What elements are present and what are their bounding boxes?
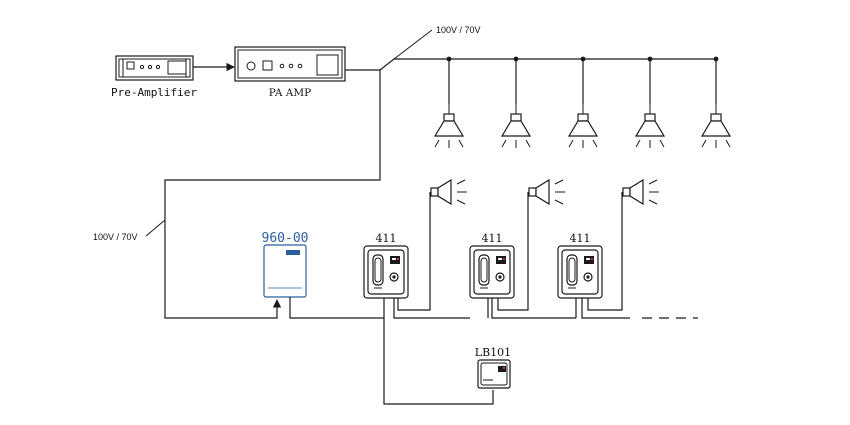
station-411-2 [469, 245, 515, 299]
station-to-lb101-wire [383, 318, 494, 405]
top-line-label-leader [393, 29, 433, 60]
station-411-1 [363, 245, 409, 299]
horn-speaker-icon [528, 179, 566, 205]
pre-amplifier-unit [115, 55, 194, 81]
top-speaker-line [379, 58, 716, 71]
station-411-label: 411 [376, 232, 397, 245]
ceiling-speaker-icon [568, 103, 598, 149]
station-411-label: 411 [482, 232, 503, 245]
module-to-station-bus [289, 297, 384, 319]
ceiling-speaker-icon [701, 103, 731, 149]
left-line-label-leader [145, 219, 166, 237]
left-line-label: 100V / 70V [93, 232, 138, 242]
ceiling-speaker-icon [434, 103, 464, 149]
pa-amp-unit [234, 46, 346, 82]
ceiling-speaker-icon [501, 103, 531, 149]
station-411-label: 411 [570, 232, 591, 245]
top-line-label: 100V / 70V [436, 25, 481, 35]
station-bus-wiring [383, 192, 698, 319]
ceiling-speaker-drops [446, 56, 719, 104]
station-411-3 [557, 245, 603, 299]
lb101-unit [477, 359, 511, 389]
horn-speaker-icon [622, 179, 660, 205]
pa-amp-label: PA AMP [269, 87, 311, 99]
horn-speaker-icon [430, 179, 468, 205]
module-960-00 [263, 244, 307, 298]
lb101-label: LB101 [475, 346, 511, 359]
left-speaker-line [164, 70, 381, 319]
module-960-00-label: 960-00 [262, 231, 309, 246]
pre-amplifier-label: Pre-Amplifier [111, 86, 197, 99]
ceiling-speaker-icon [635, 103, 665, 149]
